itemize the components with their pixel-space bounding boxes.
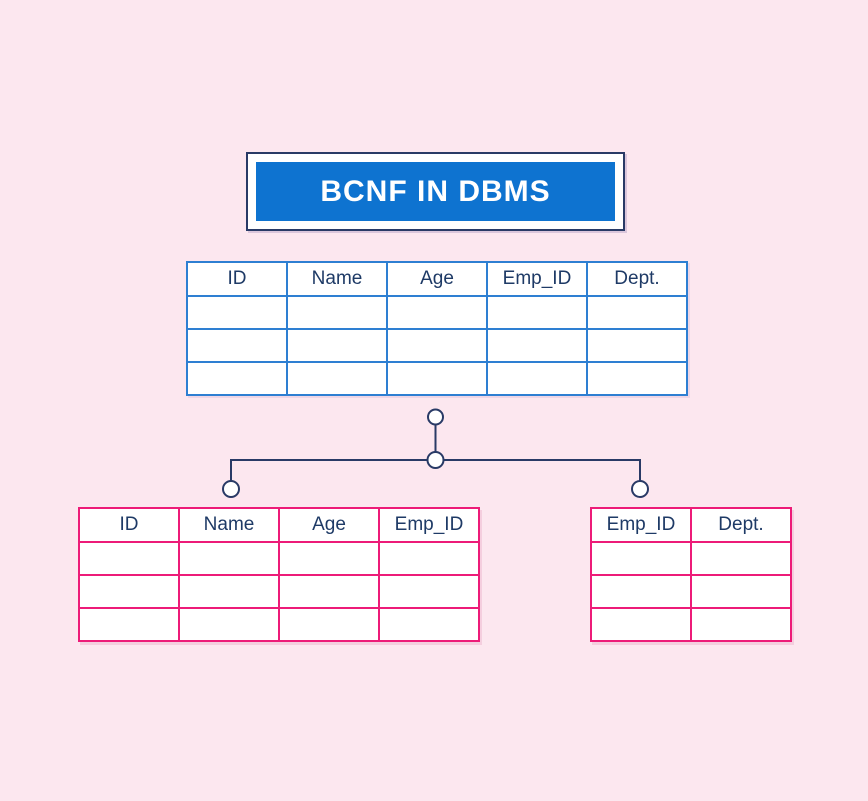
decomposed-table-left: ID Name Age Emp_ID (78, 507, 480, 642)
table-row (186, 361, 688, 396)
table-header-row: ID Name Age Emp_ID (78, 507, 480, 543)
title-banner-fill: BCNF IN DBMS (256, 162, 615, 221)
column-header: Age (386, 261, 488, 297)
table-row (78, 607, 480, 642)
connector-node-right (631, 480, 649, 498)
column-header: Emp_ID (378, 507, 480, 543)
table-cell (186, 328, 288, 363)
table-cell (690, 574, 792, 609)
table-cell (590, 574, 692, 609)
table-cell (586, 361, 688, 396)
table-cell (378, 541, 480, 576)
column-header: Dept. (690, 507, 792, 543)
column-header: Dept. (586, 261, 688, 297)
table-cell (486, 361, 588, 396)
table-cell (186, 361, 288, 396)
table-cell (386, 295, 488, 330)
column-header: ID (186, 261, 288, 297)
table-cell (590, 541, 692, 576)
table-cell (78, 541, 180, 576)
connector-node-top (427, 408, 444, 426)
table-cell (278, 574, 380, 609)
table-cell (690, 541, 792, 576)
column-header: Name (178, 507, 280, 543)
connector-node-middle (426, 451, 445, 469)
table-cell (386, 328, 488, 363)
table-cell (386, 361, 488, 396)
table-header-row: ID Name Age Emp_ID Dept. (186, 261, 688, 297)
table-cell (178, 607, 280, 642)
connector-node-left (222, 480, 240, 498)
table-cell (378, 574, 480, 609)
column-header: ID (78, 507, 180, 543)
table-cell (486, 295, 588, 330)
table-cell (486, 328, 588, 363)
page-title: BCNF IN DBMS (320, 174, 551, 208)
table-cell (286, 328, 388, 363)
table-cell (78, 574, 180, 609)
table-row (78, 574, 480, 609)
table-cell (78, 607, 180, 642)
title-banner: BCNF IN DBMS (246, 152, 625, 231)
decomposed-table-right: Emp_ID Dept. (590, 507, 792, 642)
table-cell (586, 328, 688, 363)
table-cell (178, 541, 280, 576)
connector-branch (230, 459, 641, 482)
table-cell (278, 541, 380, 576)
column-header: Name (286, 261, 388, 297)
table-row (78, 541, 480, 576)
table-header-row: Emp_ID Dept. (590, 507, 792, 543)
table-cell (590, 607, 692, 642)
column-header: Emp_ID (486, 261, 588, 297)
table-row (186, 328, 688, 363)
table-cell (286, 295, 388, 330)
main-table: ID Name Age Emp_ID Dept. (186, 261, 688, 396)
column-header: Age (278, 507, 380, 543)
table-cell (178, 574, 280, 609)
table-cell (278, 607, 380, 642)
table-row (590, 607, 792, 642)
table-cell (186, 295, 288, 330)
table-cell (286, 361, 388, 396)
table-cell (690, 607, 792, 642)
table-cell (378, 607, 480, 642)
column-header: Emp_ID (590, 507, 692, 543)
table-row (186, 295, 688, 330)
table-cell (586, 295, 688, 330)
table-row (590, 541, 792, 576)
table-row (590, 574, 792, 609)
